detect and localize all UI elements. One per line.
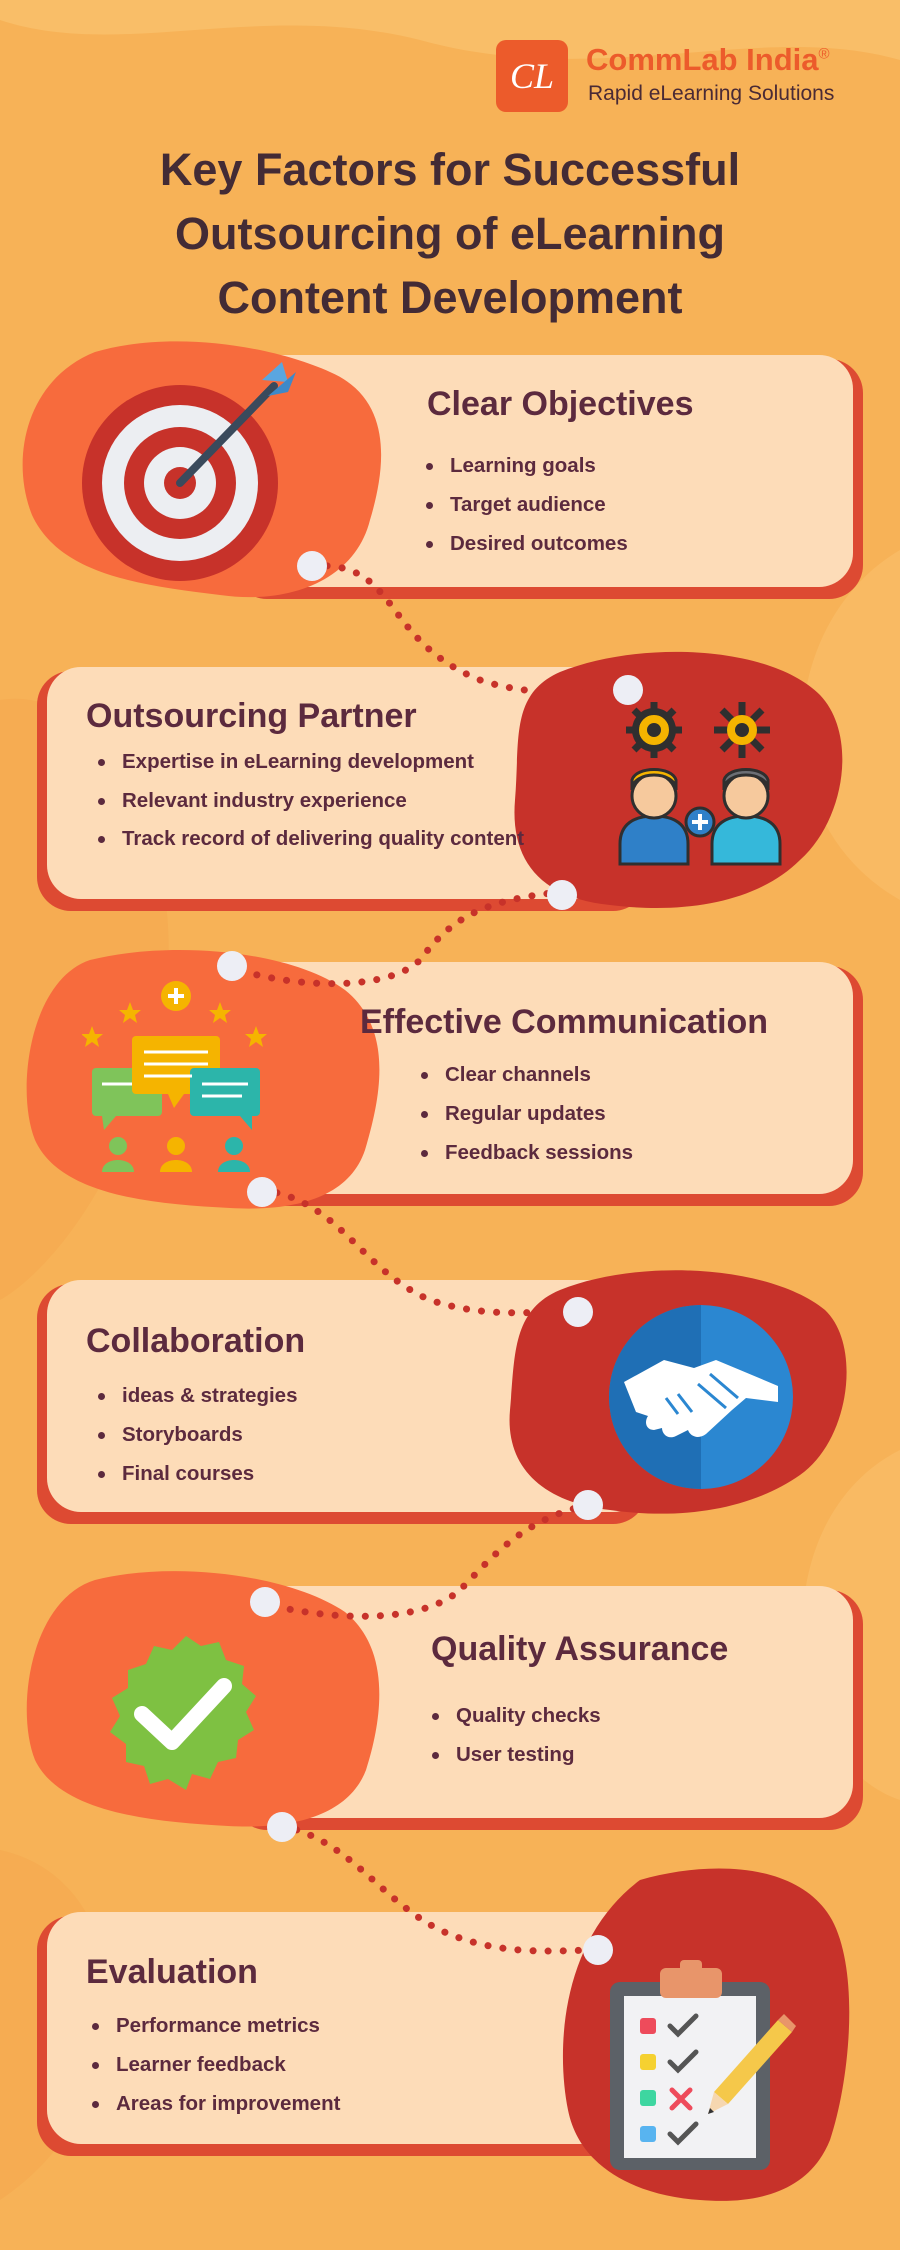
page-title: Key Factors for Successful Outsourcing o… (0, 138, 900, 330)
list-item: Quality checks (430, 1696, 601, 1735)
list-item: Learning goals (424, 446, 628, 485)
gear-icon (714, 702, 770, 758)
list-item: Feedback sessions (419, 1133, 633, 1172)
section-heading: Clear Objectives (427, 385, 694, 423)
gear-icon (626, 702, 682, 758)
title-line: Key Factors for Successful (159, 144, 741, 195)
pencil-icon (708, 2014, 796, 2114)
registered-mark: ® (818, 45, 830, 63)
list-item: Learner feedback (90, 2045, 340, 2084)
target-icon (82, 362, 296, 581)
brand-name: CommLab India (586, 42, 819, 77)
list-item: ideas & strategies (96, 1376, 297, 1415)
list-item: Expertise in eLearning development (96, 742, 526, 781)
section-heading: Effective Communication (360, 1003, 769, 1041)
section-list: ideas & strategies Storyboards Final cou… (96, 1376, 297, 1493)
section-list: Performance metrics Learner feedback Are… (90, 2006, 340, 2123)
list-item: Storyboards (96, 1415, 297, 1454)
brand-tagline: Rapid eLearning Solutions (588, 82, 835, 105)
section-heading: Outsourcing Partner (86, 697, 417, 735)
section-list: Quality checks User testing (430, 1696, 601, 1774)
list-item: Final courses (96, 1454, 297, 1493)
section-heading: Evaluation (86, 1953, 258, 1991)
star-icon (82, 1002, 267, 1047)
list-item: Track record of delivering quality conte… (96, 820, 526, 856)
list-item: Performance metrics (90, 2006, 340, 2045)
list-item: Relevant industry experience (96, 781, 526, 820)
title-line: Content Development (217, 272, 683, 323)
list-item: Clear channels (419, 1055, 633, 1094)
chat-icon (82, 981, 267, 1172)
list-item: Desired outcomes (424, 524, 628, 563)
brand-monogram: CL (496, 40, 568, 112)
list-item: Target audience (424, 485, 628, 524)
list-item: Areas for improvement (90, 2084, 340, 2123)
brand-logo: CL CommLab India® Rapid eLearning Soluti… (496, 38, 896, 116)
partners-icon (618, 702, 782, 866)
checkmark-badge-icon (110, 1636, 256, 1790)
section-list: Clear channels Regular updates Feedback … (419, 1055, 633, 1172)
title-line: Outsourcing of eLearning (174, 208, 726, 259)
section-list: Expertise in eLearning development Relev… (96, 742, 526, 856)
list-item: User testing (430, 1735, 601, 1774)
handshake-icon (609, 1305, 793, 1489)
section-list: Learning goals Target audience Desired o… (424, 446, 628, 563)
checklist-icon (610, 1960, 796, 2170)
section-heading: Quality Assurance (431, 1630, 729, 1668)
list-item: Regular updates (419, 1094, 633, 1133)
section-heading: Collaboration (86, 1322, 306, 1360)
